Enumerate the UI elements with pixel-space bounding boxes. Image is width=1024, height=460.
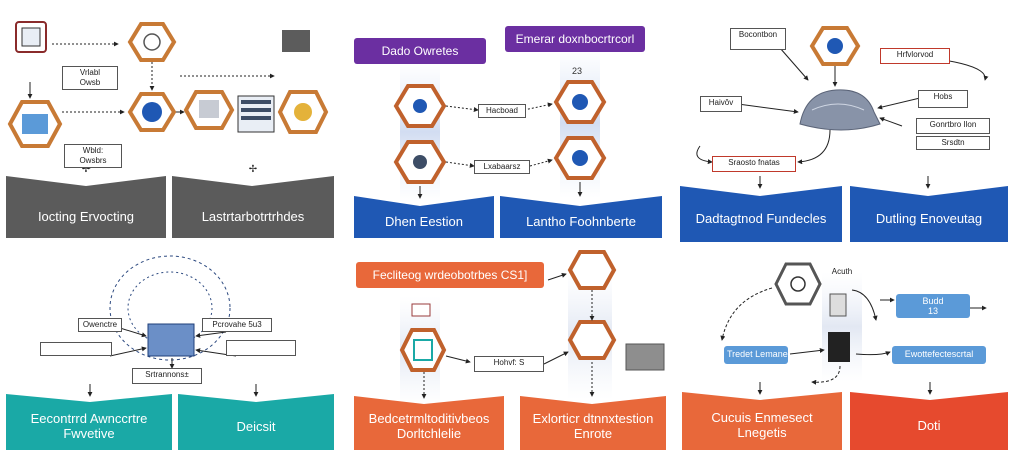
terminal-icon (625, 343, 665, 371)
panel6-label-a: Budd 13 (896, 294, 970, 318)
panel4-side-right (226, 340, 296, 356)
panel3-footer-right: Dutling Enoveutag (875, 210, 983, 226)
panel3-diagram (680, 26, 1008, 242)
panel6-footer-right-shape (850, 392, 1008, 450)
panel3-footer-left-shape (680, 186, 842, 242)
panel2-header-left: Dado Owretes (354, 38, 486, 64)
panel4-label-b: Pcrovahe 5u3 (202, 318, 272, 332)
panel2-mid-a: Hacboad (478, 104, 526, 118)
panel3-label-c: Hrfvlorvod (880, 48, 950, 64)
panel3-footer-left: Dadtagtnod Fundecles (695, 210, 827, 226)
panel6-label-b: Tredet Lemane (724, 346, 788, 364)
panel5-mid: Hohvf: S (474, 356, 544, 372)
panel1-footer-left-shape (6, 176, 166, 238)
panel5-header: Fecliteog wrdeobotrbes CS1] (356, 262, 544, 288)
panel6-label-d: Acuth (831, 267, 853, 276)
panel5-footer-left-shape (354, 396, 504, 450)
panel4-footer-right-shape (178, 394, 334, 450)
globe-network (109, 255, 231, 361)
hex-node-6a (774, 262, 822, 306)
panel3-label-a: Bocontbon (730, 28, 786, 50)
panel2-footer-left: Dhen Eestion (384, 213, 464, 229)
panel1-footer-right: Lastrtarbotrtrhdes (201, 208, 305, 224)
panel4-side-left (40, 342, 112, 356)
panel3-footer-right-shape (850, 186, 1008, 242)
panel4-footer-left-shape (6, 394, 172, 450)
panel6-diagram (682, 262, 1008, 450)
panel4-label-a: Owenctre (78, 318, 122, 332)
panel2-num-a: 23 (572, 66, 583, 76)
panel2-diagram (354, 48, 662, 238)
panel3-label-e: Sraosto fnatas (712, 156, 796, 172)
panel3-label-g: Srsdtn (916, 136, 990, 150)
hex-node-1a (127, 22, 177, 62)
panel1-footer-left: Iocting Ervocting (37, 208, 135, 224)
panel5-footer-left: Bedcetrmltoditivbeos Dorltchlelie (368, 411, 490, 441)
panel2-footer-left-shape (354, 196, 494, 238)
panel3-label-b: Haivôv (700, 96, 742, 112)
panel1-footer-right-shape (172, 176, 334, 238)
panel6-footer-left-shape (682, 392, 842, 450)
tablet-icon (828, 332, 850, 362)
svg-text:✢: ✢ (82, 164, 90, 175)
central-hub-icon (799, 89, 881, 131)
svg-text:✢: ✢ (249, 164, 257, 175)
panel1-label-b: Wbld: Owsbrs (64, 144, 122, 168)
panel3-label-d: Hobs (918, 90, 968, 108)
hex-node-5a (567, 250, 617, 290)
panel6-footer-right: Doti (917, 417, 941, 433)
panel4-footer-right: Deicsit (236, 418, 276, 434)
panel4-diagram (6, 255, 334, 450)
panel5-footer-right: Exlorticr dtnnxtestion Enrote (532, 411, 654, 441)
panel1-label-a: Vrlabl Owsb (62, 66, 118, 90)
panel2-header-right: Emerar doxnbocrtrcorl (505, 26, 645, 52)
hex-node-5b (567, 320, 617, 360)
panel4-label-c: Srtrannons± (132, 368, 202, 384)
data-center-icon (147, 323, 195, 357)
panel2-mid-b: Lxabaarsz (474, 160, 530, 174)
panel5-diagram (354, 250, 666, 450)
panel4-footer-left: Eecontrrd Awnccrtre Fwvetive (30, 411, 148, 441)
panel1-diagram: ✢ ✢ (6, 21, 334, 238)
panel6-footer-left: Cucuis Enmesect Lnegetis (711, 410, 813, 440)
panel5-footer-right-shape (520, 396, 666, 450)
panel3-label-f: Gonrtbro Ilon (916, 118, 990, 134)
hex-node-5c (399, 328, 447, 372)
panel2-footer-right-shape (500, 196, 662, 238)
panel2-footer-right: Lantho Foohnberte (526, 213, 636, 229)
panel6-label-c: Ewottefectescrtal (892, 346, 986, 364)
